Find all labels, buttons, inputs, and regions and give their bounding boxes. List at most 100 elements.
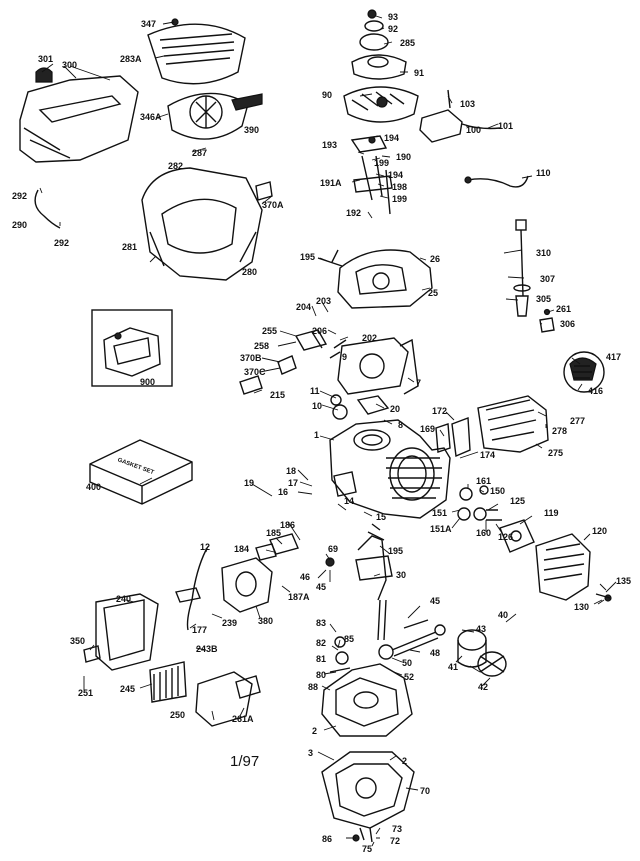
part-label: 370C xyxy=(244,367,266,377)
part-label: 91 xyxy=(414,68,424,78)
part-label: 202 xyxy=(362,333,377,343)
cylinder-gasket-part xyxy=(330,394,390,420)
part-label: 417 xyxy=(606,352,621,362)
part-label: 390 xyxy=(244,125,259,135)
part-label: 400 xyxy=(86,482,101,492)
part-label: 194 xyxy=(388,170,403,180)
part-label: 3 xyxy=(308,748,313,758)
part-label: 206 xyxy=(312,326,327,336)
part-label: 50 xyxy=(402,658,412,668)
gasket-set-text: GASKET SET xyxy=(117,457,155,476)
part-number-labels: 347 283A 301 300 346A 390 287 282 292 2 9… xyxy=(12,12,631,854)
air-filter-cover-part xyxy=(147,18,246,85)
part-label: 161 xyxy=(476,476,491,486)
part-label: 281 xyxy=(122,242,137,252)
part-label: 305 xyxy=(536,294,551,304)
part-label: 41 xyxy=(448,662,458,672)
exhaust-gasket-part xyxy=(499,519,535,553)
part-label: 380 xyxy=(258,616,273,626)
part-label: 10 xyxy=(312,401,322,411)
part-label: 25 xyxy=(428,288,438,298)
part-label: 350 xyxy=(70,636,85,646)
part-label: 46 xyxy=(300,572,310,582)
part-label: 15 xyxy=(376,512,386,522)
part-label: 347 xyxy=(141,19,156,29)
part-label: 195 xyxy=(388,546,403,556)
part-label: 306 xyxy=(560,319,575,329)
part-label: 283A xyxy=(120,54,142,64)
part-label: 101 xyxy=(498,121,513,131)
part-label: 300 xyxy=(62,60,77,70)
part-label: 8 xyxy=(398,420,403,430)
part-label: 287 xyxy=(192,148,207,158)
part-label: 184 xyxy=(234,544,249,554)
engine-inset-box xyxy=(91,309,173,387)
part-label: 126 xyxy=(498,532,513,542)
intake-gasket-part xyxy=(329,337,419,395)
part-label: 370A xyxy=(262,200,284,210)
part-label: 72 xyxy=(390,836,400,846)
part-label: 285 xyxy=(400,38,415,48)
primer-part xyxy=(239,355,297,395)
part-label: 245 xyxy=(120,684,135,694)
ignition-module-part xyxy=(419,89,501,143)
part-label: 186 xyxy=(280,520,295,530)
part-label: 150 xyxy=(490,486,505,496)
part-label: 93 xyxy=(388,12,398,22)
part-label: 240 xyxy=(116,594,131,604)
part-label: 7 xyxy=(416,378,421,388)
part-label: 192 xyxy=(346,208,361,218)
part-label: 346A xyxy=(140,112,162,122)
part-label: 277 xyxy=(570,416,585,426)
part-label: 416 xyxy=(588,386,603,396)
part-label: 135 xyxy=(616,576,631,586)
part-label: 130 xyxy=(574,602,589,612)
part-label: 151 xyxy=(432,508,447,518)
throttle-bracket-part xyxy=(317,249,433,309)
part-label: 73 xyxy=(392,824,402,834)
part-label: 900 xyxy=(140,377,155,387)
part-label: 14 xyxy=(344,496,354,506)
blower-housing-part xyxy=(141,167,273,281)
part-label: 18 xyxy=(286,466,296,476)
part-label: 370B xyxy=(240,353,262,363)
part-label: 69 xyxy=(328,544,338,554)
part-label: 83 xyxy=(316,618,326,628)
part-label: 45 xyxy=(316,582,326,592)
fuel-tank-part xyxy=(19,67,139,163)
part-label: 1 xyxy=(314,430,319,440)
part-label: 278 xyxy=(552,426,567,436)
part-label: 11 xyxy=(310,386,320,396)
oil-fill-tube-part xyxy=(513,219,531,317)
part-label: 17 xyxy=(288,478,298,488)
part-label: 151A xyxy=(430,524,452,534)
part-label: 185 xyxy=(266,528,281,538)
air-filter-cover-lower-part xyxy=(195,671,261,727)
part-label: 203 xyxy=(316,296,331,306)
part-label: 282 xyxy=(168,161,183,171)
part-label: 86 xyxy=(322,834,332,844)
crankcase-lower-part xyxy=(321,751,415,843)
part-label: 119 xyxy=(544,508,559,518)
part-label: 48 xyxy=(430,648,440,658)
air-filter-base-part xyxy=(83,587,201,671)
part-label: 191A xyxy=(320,178,342,188)
part-label: 292 xyxy=(54,238,69,248)
part-label: 172 xyxy=(432,406,447,416)
date-code: 1/97 xyxy=(230,753,259,770)
part-label: 169 xyxy=(420,424,435,434)
part-label: 204 xyxy=(296,302,311,312)
part-label: 43 xyxy=(476,624,486,634)
part-label: 301 xyxy=(38,54,53,64)
part-label: 81 xyxy=(316,654,326,664)
part-label: 2 xyxy=(402,756,407,766)
part-label: 255 xyxy=(262,326,277,336)
part-label: 307 xyxy=(540,274,555,284)
part-label: 26 xyxy=(430,254,440,264)
part-label: 82 xyxy=(316,638,326,648)
part-label: 110 xyxy=(536,168,551,178)
part-label: 85 xyxy=(344,634,354,644)
piston-part xyxy=(457,629,507,677)
fuel-line-part xyxy=(34,189,61,229)
